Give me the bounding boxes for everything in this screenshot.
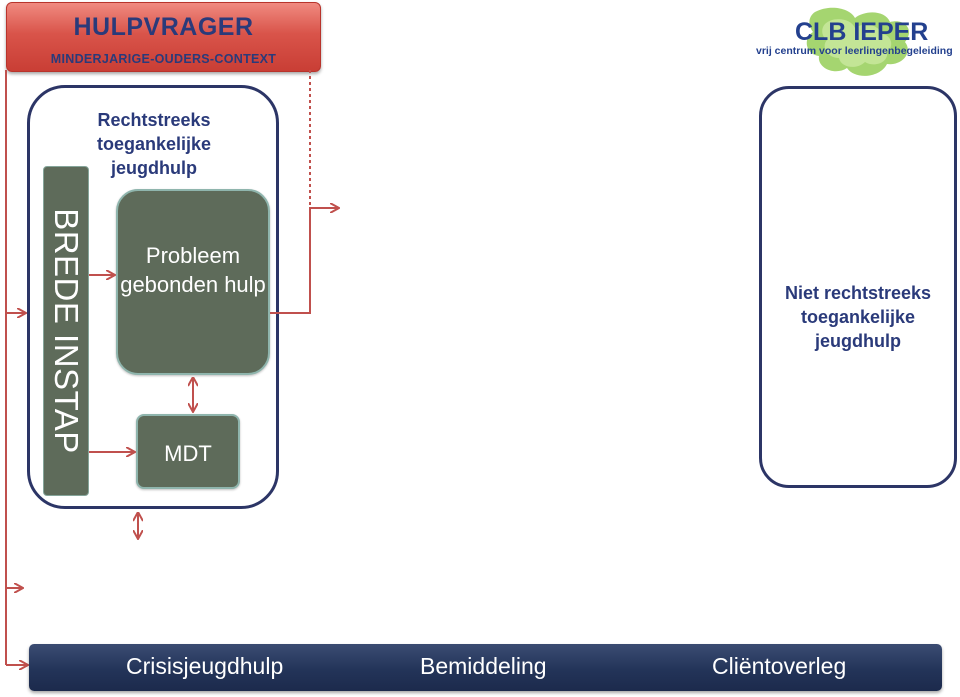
niet-rechtstreeks-frame bbox=[759, 86, 957, 488]
crisisjeugdhulp-label: Crisisjeugdhulp bbox=[126, 653, 284, 679]
hulpvrager-header: HULPVRAGER MINDERJARIGE-OUDERS-CONTEXT bbox=[6, 2, 321, 72]
bemiddeling-label: Bemiddeling bbox=[420, 653, 547, 679]
niet-rechtstreeks-title: Niet rechtstreeks toegankelijke jeugdhul… bbox=[784, 283, 932, 351]
clientoverleg-label: Cliëntoverleg bbox=[712, 653, 847, 679]
logo-tagline: vrij centrum voor leerlingenbegeleiding bbox=[756, 45, 953, 57]
mdt-box: MDT bbox=[136, 414, 240, 489]
clb-logo-mark bbox=[806, 7, 910, 76]
header-title: HULPVRAGER bbox=[73, 13, 254, 41]
rechtstreeks-title: Rechtstreeks toegankelijke jeugdhulp bbox=[96, 110, 212, 178]
logo-name: CLB IEPER bbox=[795, 18, 929, 46]
bottom-bar bbox=[29, 644, 942, 691]
header-subtitle: MINDERJARIGE-OUDERS-CONTEXT bbox=[50, 52, 277, 66]
probleem-connector bbox=[270, 208, 338, 314]
probleem-gebonden-hulp-box: Probleem gebonden hulp bbox=[116, 189, 270, 375]
brede-instap-bar bbox=[43, 166, 89, 496]
